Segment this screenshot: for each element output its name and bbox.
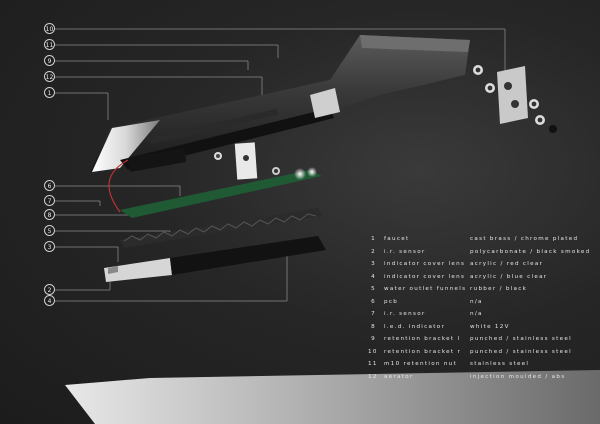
part-number: 4 bbox=[371, 273, 376, 280]
callout-8: 8 bbox=[44, 209, 55, 220]
part-material: cast brass / chrome plated bbox=[470, 236, 579, 242]
pcb-board bbox=[120, 170, 322, 218]
part-name: retention bracket l bbox=[384, 336, 461, 342]
callout-12: 12 bbox=[44, 71, 55, 82]
retention-bracket-left bbox=[234, 142, 258, 180]
part-material: n/a bbox=[470, 311, 483, 317]
callout-4: 4 bbox=[44, 295, 55, 306]
part-material: polycarbonate / black smoked bbox=[470, 248, 591, 255]
part-name: faucet bbox=[384, 236, 410, 242]
callout-1: 1 bbox=[44, 87, 55, 98]
part-material: stainless steel bbox=[470, 361, 530, 367]
part-number: 12 bbox=[368, 373, 378, 380]
part-name: i.r. sensor bbox=[384, 311, 426, 317]
part-material: n/a bbox=[470, 298, 483, 305]
part-number: 10 bbox=[368, 348, 378, 355]
retention-bracket-right bbox=[497, 66, 528, 124]
part-material: acrylic / red clear bbox=[470, 261, 544, 267]
part-name: l.e.d. indicator bbox=[384, 323, 446, 330]
part-material: acrylic / blue clear bbox=[470, 273, 548, 280]
part-name: i.r. sensor bbox=[384, 248, 426, 255]
part-number: 5 bbox=[371, 286, 376, 292]
callout-11: 11 bbox=[44, 39, 55, 50]
part-number: 9 bbox=[371, 336, 376, 342]
sensor-wire bbox=[108, 159, 129, 213]
callout-9: 9 bbox=[44, 55, 55, 66]
part-name: water outlet funnels bbox=[384, 286, 467, 292]
part-number: 8 bbox=[371, 323, 376, 330]
part-name: aerator bbox=[384, 373, 414, 380]
part-number: 2 bbox=[371, 248, 376, 255]
faucet-body bbox=[90, 35, 470, 172]
part-number: 11 bbox=[368, 361, 378, 367]
retention-nuts bbox=[473, 65, 557, 133]
leader-lines bbox=[55, 28, 506, 302]
part-material: white 12V bbox=[470, 323, 510, 330]
part-material: injection moulded / abs bbox=[470, 373, 566, 380]
part-number: 7 bbox=[371, 311, 376, 317]
water-outlet-funnels bbox=[120, 208, 322, 248]
part-name: pcb bbox=[384, 298, 399, 305]
callout-2: 2 bbox=[44, 284, 55, 295]
callout-6: 6 bbox=[44, 180, 55, 191]
part-number: 6 bbox=[371, 298, 376, 305]
callout-5: 5 bbox=[44, 225, 55, 236]
part-name: retention bracket r bbox=[384, 348, 462, 355]
callout-3: 3 bbox=[44, 241, 55, 252]
part-name: indicator cover lens bbox=[384, 273, 466, 280]
part-name: m10 retention nut bbox=[384, 361, 458, 367]
basin-edge bbox=[65, 370, 600, 424]
callout-10: 10 bbox=[44, 23, 55, 34]
part-material: punched / stainless steel bbox=[470, 348, 572, 355]
part-name: indicator cover lens bbox=[384, 261, 466, 267]
part-number: 3 bbox=[371, 261, 376, 267]
sensor-cover-lens bbox=[104, 236, 326, 282]
callout-7: 7 bbox=[44, 195, 55, 206]
part-number: 1 bbox=[371, 236, 376, 242]
sensor-housing bbox=[128, 148, 186, 172]
faucet-grille bbox=[150, 108, 279, 144]
part-material: punched / stainless steel bbox=[470, 336, 572, 342]
part-material: rubber / black bbox=[470, 286, 528, 292]
